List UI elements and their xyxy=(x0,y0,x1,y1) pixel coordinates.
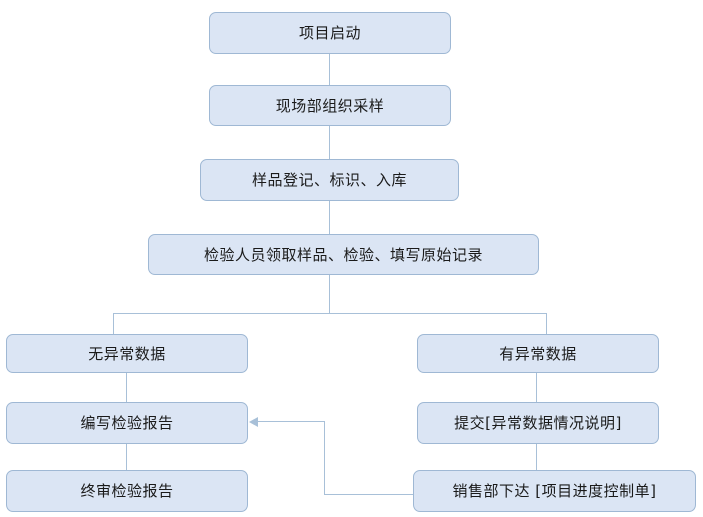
node-label-sample-registration: 样品登记、标识、入库 xyxy=(251,171,407,189)
node-project-start[interactable]: 项目启动 xyxy=(209,12,451,54)
feedback-arrowhead-icon xyxy=(249,417,258,427)
connector-branch-drop-left xyxy=(113,313,114,335)
node-label-sales-dept-order: 销售部下达 [项目进度控制单] xyxy=(452,482,657,500)
connector-submit-explanation-to-sales-order xyxy=(536,443,537,471)
node-no-abnormal-data[interactable]: 无异常数据 xyxy=(6,334,248,373)
node-sample-registration[interactable]: 样品登记、标识、入库 xyxy=(200,159,459,201)
connector-project-start-to-field-sampling xyxy=(329,53,330,85)
node-label-no-abnormal-data: 无异常数据 xyxy=(88,344,166,363)
node-label-final-review-report: 终审检验报告 xyxy=(80,482,174,500)
connector-feedback-bottom-segment xyxy=(324,494,413,495)
connector-feedback-top-segment xyxy=(258,421,325,422)
connector-branch-stem xyxy=(329,274,330,314)
node-label-project-start: 项目启动 xyxy=(298,24,361,42)
node-sales-dept-order[interactable]: 销售部下达 [项目进度控制单] xyxy=(413,470,696,512)
connector-branch-bar xyxy=(113,313,547,314)
connector-branch-drop-right xyxy=(546,313,547,335)
node-write-report[interactable]: 编写检验报告 xyxy=(6,402,248,444)
node-label-write-report: 编写检验报告 xyxy=(80,414,174,432)
node-field-sampling[interactable]: 现场部组织采样 xyxy=(209,85,451,126)
node-label-field-sampling: 现场部组织采样 xyxy=(275,96,385,115)
node-submit-explanation[interactable]: 提交[异常数据情况说明] xyxy=(417,402,659,444)
node-label-has-abnormal-data: 有异常数据 xyxy=(499,344,577,363)
connector-field-sampling-to-sample-registration xyxy=(329,125,330,159)
node-final-review-report[interactable]: 终审检验报告 xyxy=(6,470,248,512)
node-has-abnormal-data[interactable]: 有异常数据 xyxy=(417,334,659,373)
node-label-inspection-record: 检验人员领取样品、检验、填写原始记录 xyxy=(203,245,483,264)
connector-no-abnormal-to-write-report xyxy=(126,372,127,402)
connector-feedback-vertical-segment xyxy=(324,421,325,495)
node-inspection-record[interactable]: 检验人员领取样品、检验、填写原始记录 xyxy=(148,234,539,275)
node-label-submit-explanation: 提交[异常数据情况说明] xyxy=(454,414,622,432)
connector-write-report-to-final-review xyxy=(126,443,127,471)
connector-has-abnormal-to-submit-explanation xyxy=(536,372,537,402)
connector-sample-registration-to-inspection-record xyxy=(329,200,330,234)
